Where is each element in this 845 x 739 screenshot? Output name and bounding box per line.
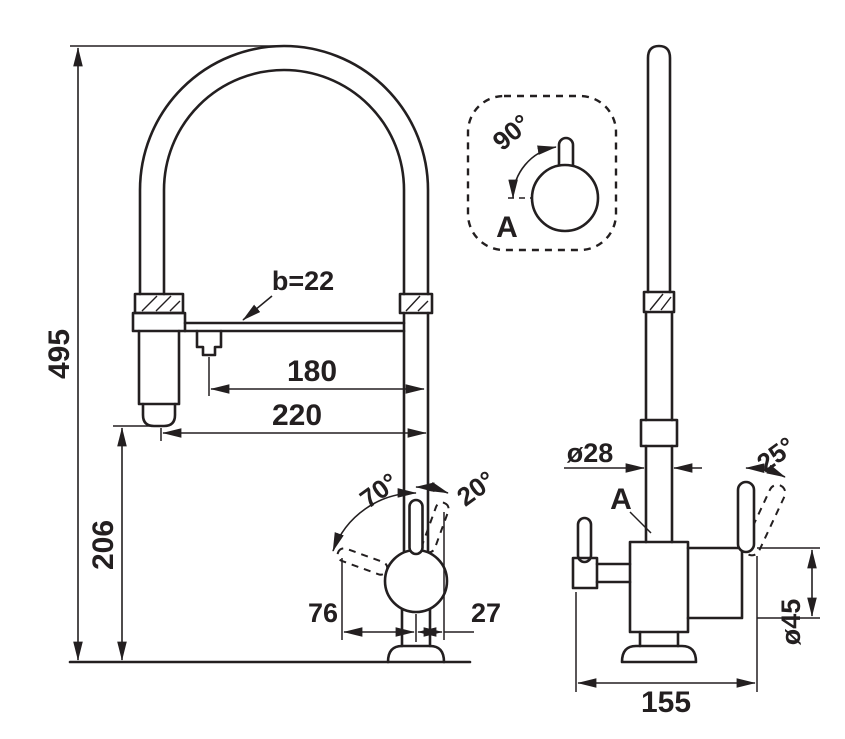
dim-76-label: 76 [308, 598, 338, 628]
spout-pipe-side [646, 44, 672, 294]
spout-b22-label: b=22 [272, 266, 334, 296]
column-side-upper [644, 310, 674, 422]
base-side [620, 644, 698, 664]
hose-inner-outline [162, 68, 406, 296]
right-hose-connector [398, 292, 434, 315]
hose-outer-outline [138, 44, 430, 296]
column-sleeve [639, 418, 679, 448]
angle-20-label: 20° [451, 465, 500, 512]
valve-housing-side [686, 546, 744, 620]
front-view [68, 44, 472, 664]
angle-70-label: 70° [354, 467, 403, 514]
filter-lever-side [576, 516, 593, 564]
side-view [571, 44, 787, 664]
dim-180-label: 180 [287, 355, 337, 388]
detail-knob [530, 163, 600, 233]
detail-a-label: A [496, 211, 518, 244]
column-side-lower [644, 444, 674, 544]
detail-view: 90° A [466, 94, 618, 252]
aerator-nozzle [195, 329, 223, 357]
lever-side [736, 480, 756, 554]
lever-ghost-20 [421, 501, 450, 554]
valve-body-front [383, 548, 449, 614]
base-neck-side [638, 630, 680, 648]
dim-220-label: 220 [272, 399, 322, 432]
dia-45-label: ø45 [776, 599, 806, 646]
dia-28-label: ø28 [567, 438, 614, 468]
lever-ghost-25 [742, 483, 787, 557]
filter-collar-side [571, 556, 599, 590]
angle-25-label: 25° [751, 431, 800, 478]
hose-connector-side [642, 290, 676, 314]
dim-155-label: 155 [641, 686, 691, 719]
left-hose-connector [133, 292, 185, 315]
detail-angle-90-label: 90° [487, 108, 536, 156]
lever-ghost-70 [336, 547, 389, 576]
side-dimensions: ø28 A 25° ø45 155 [564, 431, 820, 719]
dim-27-label: 27 [471, 598, 501, 628]
base-front [386, 644, 446, 664]
detail-marker-a-label: A [610, 483, 632, 516]
body-side [628, 540, 690, 634]
front-dimensions: 495 206 b=22 180 220 70° 20° [43, 45, 501, 661]
detail-border [466, 94, 618, 252]
spray-head [131, 311, 187, 428]
spout-bar [183, 321, 406, 333]
dim-206-label: 206 [87, 520, 120, 570]
lever-front [408, 498, 424, 556]
dim-495-label: 495 [43, 329, 76, 379]
